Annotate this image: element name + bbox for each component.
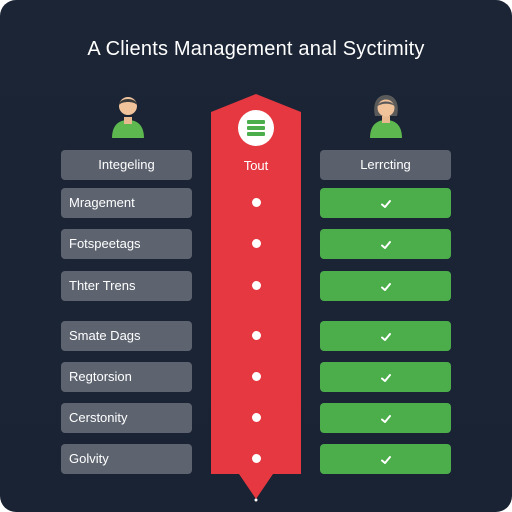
row-check-cell [320, 271, 451, 301]
stack-icon [236, 108, 276, 148]
row-label: Cerstonity [61, 403, 192, 433]
person-female-icon [364, 92, 408, 140]
row-dot [252, 281, 261, 290]
row-label: Mragement [61, 188, 192, 218]
row-dot [252, 198, 261, 207]
person-icon [106, 92, 150, 140]
row-label: Fotspeetags [61, 229, 192, 259]
row-label: Thter Trens [61, 271, 192, 301]
row-dot [252, 454, 261, 463]
row-check-cell [320, 362, 451, 392]
row-check-cell [320, 229, 451, 259]
check-icon [380, 240, 391, 249]
check-icon [380, 414, 391, 423]
row-dot [252, 331, 261, 340]
row-dot [252, 372, 261, 381]
row-dot [252, 239, 261, 248]
row-dot [252, 413, 261, 422]
right-header: Lerrcting [320, 150, 451, 180]
check-icon [380, 373, 391, 382]
row-check-cell [320, 188, 451, 218]
row-label: Regtorsion [61, 362, 192, 392]
diagram-title: A Clients Management anal Syctimity [87, 38, 425, 60]
row-check-cell [320, 444, 451, 474]
check-icon [380, 455, 391, 464]
row-label: Golvity [61, 444, 192, 474]
row-check-cell [320, 321, 451, 351]
check-icon [380, 332, 391, 341]
row-check-cell [320, 403, 451, 433]
center-header: Tout [243, 158, 269, 173]
left-header: Integeling [61, 150, 192, 180]
check-icon [380, 282, 391, 291]
row-label: Smate Dags [61, 321, 192, 351]
check-icon [380, 199, 391, 208]
